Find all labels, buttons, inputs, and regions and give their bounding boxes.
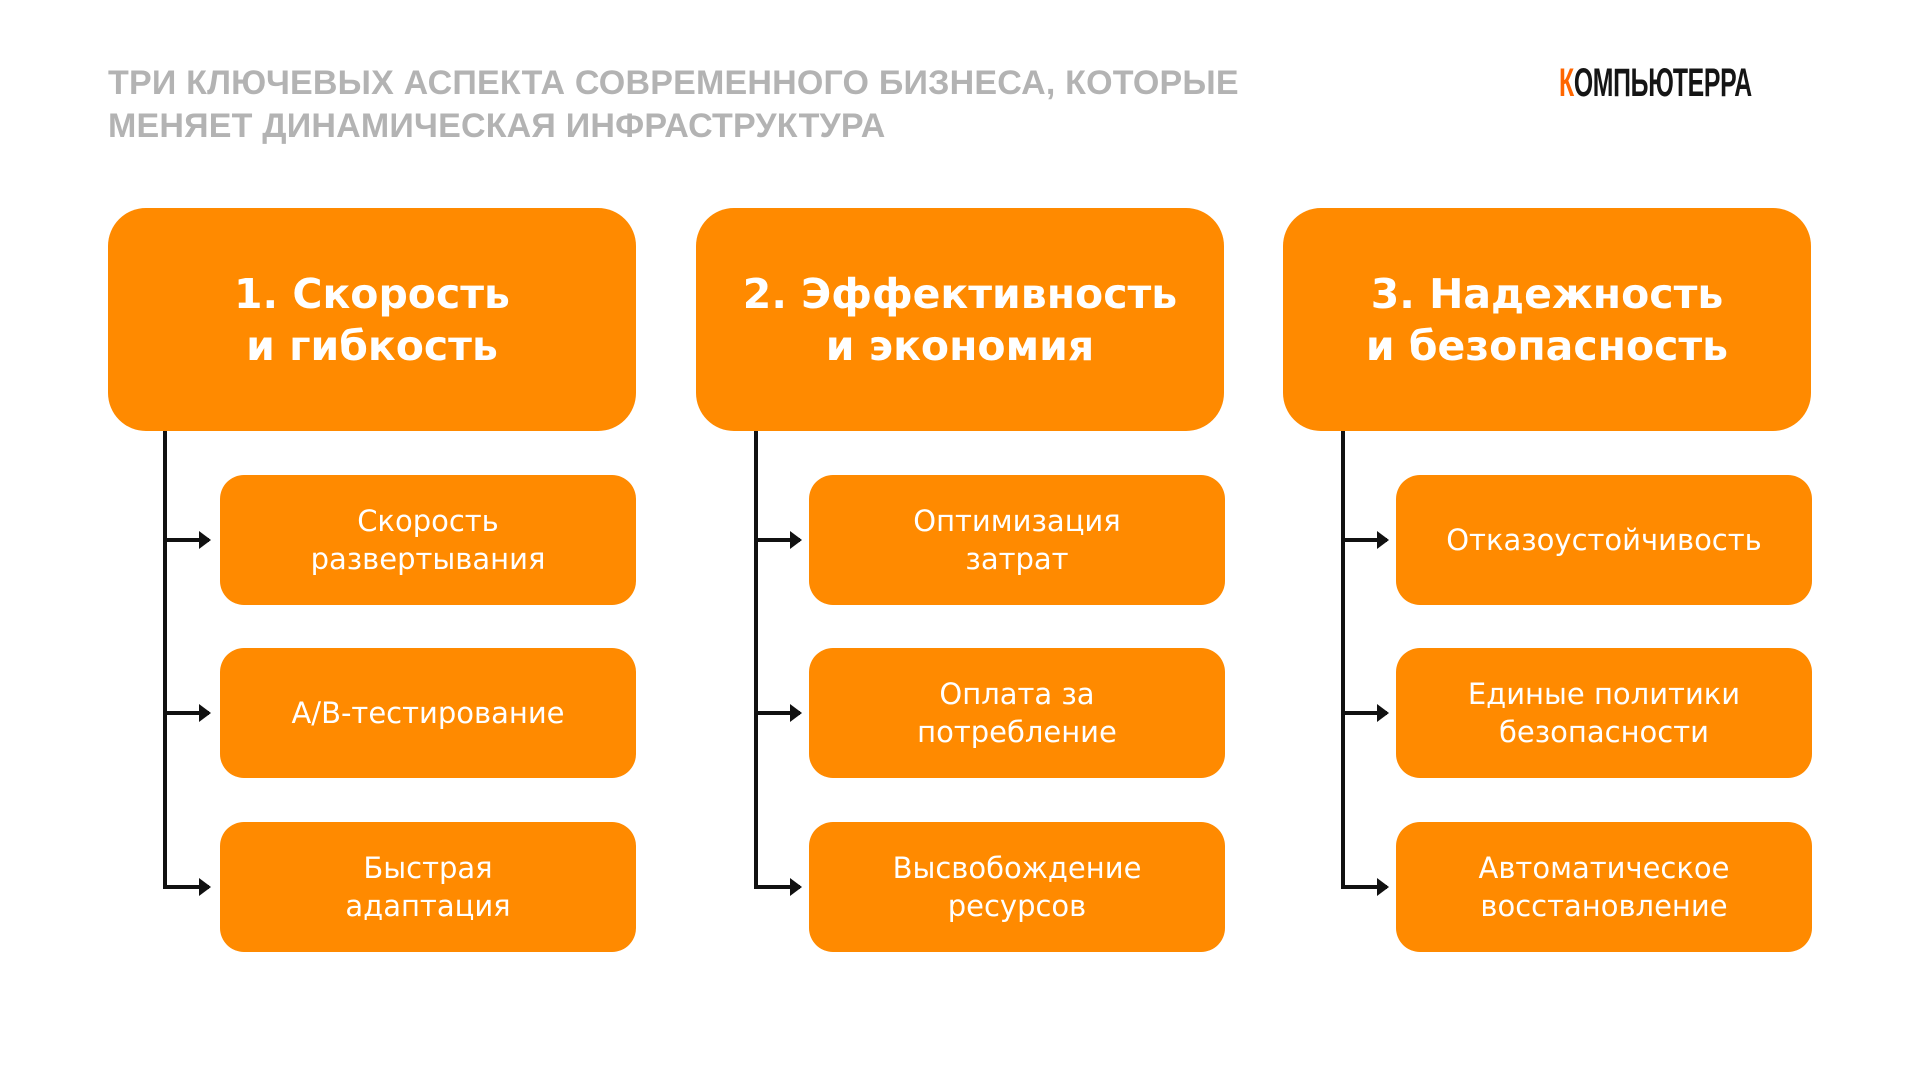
item-line: Оптимизация (913, 504, 1121, 538)
arrow-right-icon (1341, 531, 1389, 549)
item-line: потребление (917, 715, 1117, 749)
heading-line: и безопасность (1365, 321, 1729, 370)
title-line-1: Три ключевых аспекта современного бизнес… (108, 64, 1239, 102)
logo-text: ОМПЬЮТЕРРА (1573, 61, 1752, 105)
arrow-right-icon (163, 531, 211, 549)
connector-line (163, 431, 167, 888)
aspect-item: Оптимизация затрат (809, 475, 1225, 605)
arrow-right-icon (1341, 704, 1389, 722)
item-line: Отказоустойчивость (1446, 523, 1762, 557)
aspect-item: Автоматическое восстановление (1396, 822, 1812, 952)
connector-line (754, 431, 758, 888)
aspect-item: Скорость развертывания (220, 475, 636, 605)
arrow-right-icon (163, 704, 211, 722)
item-line: Высвобождение (892, 851, 1142, 885)
heading-line: 3. Надежность (1370, 269, 1724, 318)
item-line: ресурсов (947, 889, 1087, 923)
aspect-item: Высвобождение ресурсов (809, 822, 1225, 952)
heading-line: 2. Эффективность (742, 269, 1178, 318)
aspect-item: Единые политики безопасности (1396, 648, 1812, 778)
logo-accent-letter: К (1559, 61, 1574, 105)
item-line: Оплата за (939, 677, 1095, 711)
item-line: затрат (965, 542, 1069, 576)
arrow-right-icon (163, 878, 211, 896)
aspect-item: A/B-тестирование (220, 648, 636, 778)
item-line: развертывания (310, 542, 546, 576)
aspect-item: Оплата за потребление (809, 648, 1225, 778)
item-line: Единые политики (1467, 677, 1741, 711)
heading-line: и экономия (825, 321, 1095, 370)
aspect-item: Отказоустойчивость (1396, 475, 1812, 605)
computerra-logo: КОМПЬЮТЕРРА (1559, 61, 1752, 105)
connector-line (1341, 431, 1345, 888)
aspect-item: Быстрая адаптация (220, 822, 636, 952)
item-line: Быстрая (363, 851, 493, 885)
slide-title: Три ключевых аспекта современного бизнес… (108, 62, 1358, 148)
item-line: восстановление (1480, 889, 1728, 923)
arrow-right-icon (754, 704, 802, 722)
item-line: безопасности (1499, 715, 1709, 749)
arrow-right-icon (754, 531, 802, 549)
arrow-right-icon (754, 878, 802, 896)
arrow-right-icon (1341, 878, 1389, 896)
item-line: адаптация (345, 889, 511, 923)
item-line: Скорость (357, 504, 499, 538)
title-line-2: меняет динамическая инфраструктура (108, 107, 886, 145)
item-line: A/B-тестирование (291, 696, 565, 730)
heading-line: и гибкость (246, 321, 498, 370)
item-line: Автоматическое (1478, 851, 1730, 885)
heading-line: 1. Скорость (234, 269, 510, 318)
